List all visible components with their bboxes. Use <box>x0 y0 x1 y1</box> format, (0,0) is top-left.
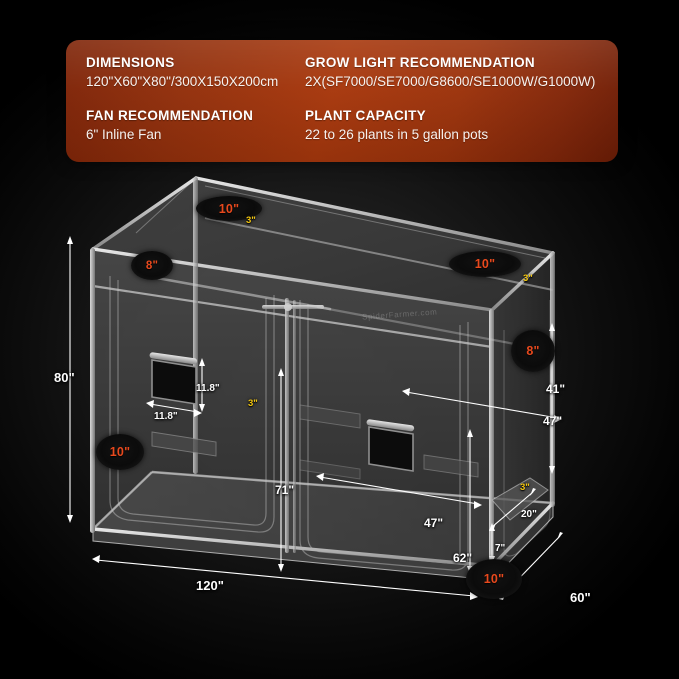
spec-fan-value: 6" Inline Fan <box>86 127 162 142</box>
spec-dimensions-value: 120"X60"X80"/300X150X200cm <box>86 74 279 89</box>
rail-bottom-right <box>490 501 555 568</box>
rail-top-left <box>91 176 198 251</box>
right-side-port: 8" <box>511 330 555 372</box>
rail-mid-front <box>92 284 493 349</box>
left-lower-port: 10" <box>96 434 144 470</box>
spec-banner: DIMENSIONS 120"X60"X80"/300X150X200cm GR… <box>66 40 618 162</box>
rail-mid-back <box>204 217 554 291</box>
top-hanging-bars <box>138 273 522 347</box>
pole-front-right <box>489 309 494 569</box>
rail-top-back <box>194 176 555 255</box>
left-upper-port: 8" <box>131 251 173 280</box>
pole-back-left <box>193 177 198 474</box>
spec-grow-light-value: 2X(SF7000/SE7000/G8600/SE1000W/G1000W) <box>305 74 596 89</box>
lower-width-dimension: 47" <box>424 516 444 530</box>
pole-front-left <box>90 248 95 533</box>
spec-plant-capacity: PLANT CAPACITY 22 to 26 plants in 5 gall… <box>305 108 488 142</box>
window-height-dimension: 11.8" <box>196 383 220 394</box>
spec-plant-capacity-value: 22 to 26 plants in 5 gallon pots <box>305 127 489 142</box>
spec-dimensions: DIMENSIONS 120"X60"X80"/300X150X200cm <box>86 55 278 89</box>
vent-drop-dimension: 7" <box>495 543 506 554</box>
height-dimension: 80" <box>54 370 75 385</box>
spec-fan-heading: FAN RECOMMENDATION <box>86 108 254 123</box>
top-right-port: 10" <box>449 251 521 277</box>
viewing-windows <box>149 352 415 472</box>
pole-center-rear <box>293 300 296 553</box>
lower-height-dimension: 62" <box>453 551 473 565</box>
spec-grow-light-heading: GROW LIGHT RECOMMENDATION <box>305 55 535 70</box>
pole-center-front <box>285 298 289 553</box>
window-left-rollbar <box>149 352 198 365</box>
vent-flaps <box>151 404 549 521</box>
depth-dimension: 60" <box>570 590 591 605</box>
divider-height-dimension: 71" <box>275 483 295 497</box>
rail-bottom-left <box>92 471 153 530</box>
upper-width-dimension: 47" <box>543 414 563 428</box>
top-left-port-label: 10" <box>218 201 240 216</box>
rail-top-right <box>490 251 555 312</box>
tag-top-right: 3" <box>523 273 533 284</box>
spec-fan: FAN RECOMMENDATION 6" Inline Fan <box>86 108 253 142</box>
width-dimension: 120" <box>196 578 224 593</box>
rail-bottom-back <box>151 470 554 505</box>
tag-top-left: 3" <box>246 215 256 226</box>
tag-middle-left: 3" <box>248 398 258 409</box>
spec-dimensions-heading: DIMENSIONS <box>86 55 175 70</box>
window-right-rollbar <box>366 419 415 432</box>
left-upper-port-label: 8" <box>145 259 159 272</box>
window-width-dimension: 11.8" <box>154 411 178 422</box>
top-right-port-label: 10" <box>474 257 496 271</box>
vent-diagonal-dimension: 20" <box>521 509 537 520</box>
upper-shelf-dimension: 41" <box>546 382 566 396</box>
right-side-port-label: 8" <box>526 344 540 358</box>
front-bottom-port-label: 10" <box>483 572 505 586</box>
spec-grow-light: GROW LIGHT RECOMMENDATION 2X(SF7000/SE70… <box>305 55 595 89</box>
front-bottom-port: 10" <box>466 559 522 599</box>
rail-bottom-front <box>91 527 494 568</box>
top-left-port: 10" <box>196 196 262 221</box>
window-right <box>368 426 414 472</box>
window-left <box>151 359 197 405</box>
left-lower-port-label: 10" <box>109 445 131 459</box>
center-connector <box>284 303 292 311</box>
tag-lower-right: 3" <box>520 482 530 493</box>
spec-plant-capacity-heading: PLANT CAPACITY <box>305 108 426 123</box>
